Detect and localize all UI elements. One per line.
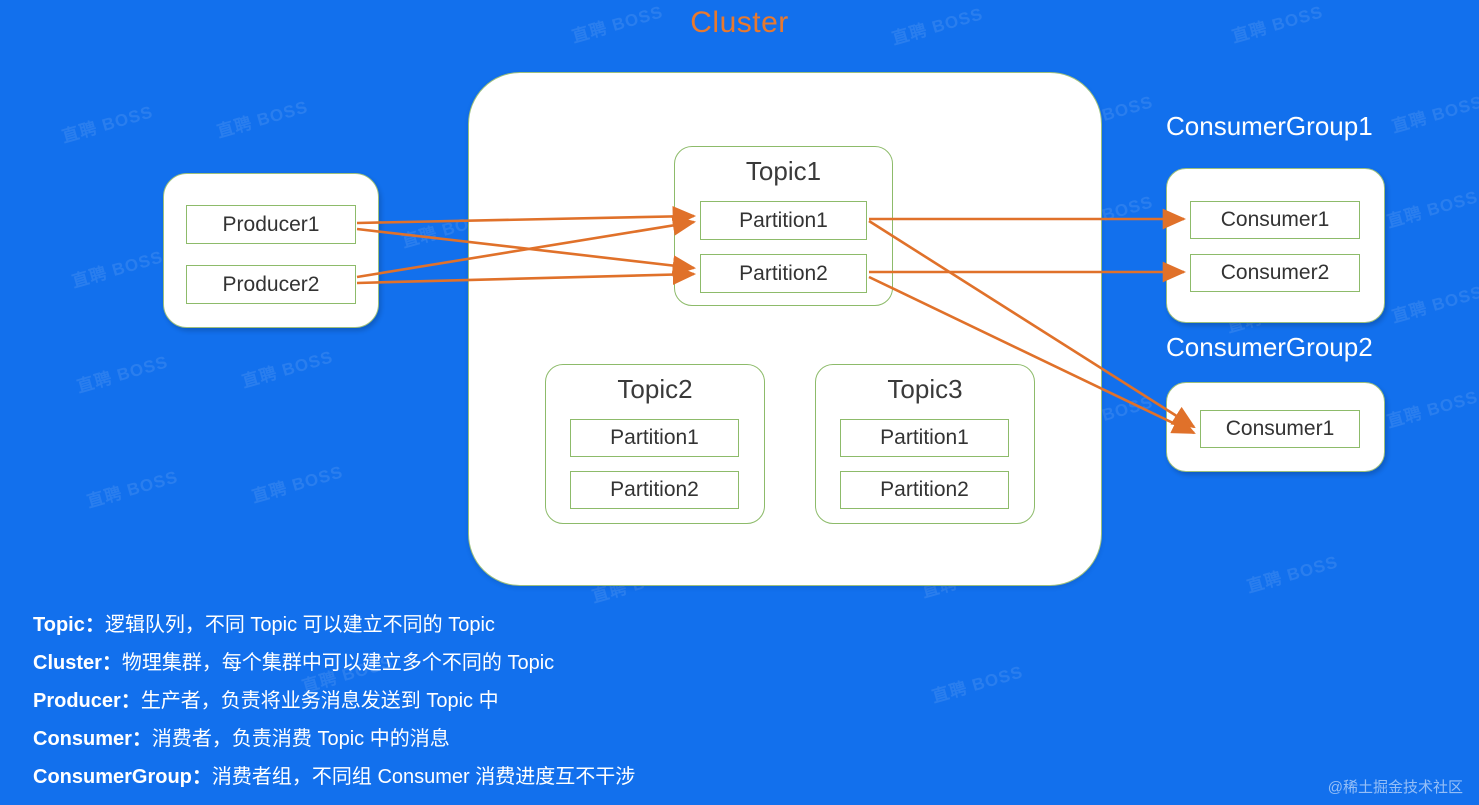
cluster-title: Cluster <box>690 6 789 39</box>
legend-row: Topic：逻辑队列，不同 Topic 可以建立不同的 Topic <box>33 606 635 644</box>
watermark-tile: 直聘 BOSS <box>69 247 166 292</box>
producer1-box[interactable]: Producer1 <box>186 205 356 244</box>
consumer-group2-consumer1-box[interactable]: Consumer1 <box>1200 410 1360 448</box>
consumer-group1-title: ConsumerGroup1 <box>1166 111 1373 141</box>
topic3-partition2-box[interactable]: Partition2 <box>840 471 1009 509</box>
legend-term: Producer： <box>33 690 141 712</box>
watermark-tile: 直聘 BOSS <box>1244 552 1341 597</box>
watermark-tile: 直聘 BOSS <box>59 102 156 147</box>
producer2-box[interactable]: Producer2 <box>186 265 356 304</box>
corner-watermark: @稀土掘金技术社区 <box>1327 779 1463 796</box>
topic1-label: Topic1 <box>745 156 822 186</box>
legend-row: Cluster：物理集群，每个集群中可以建立多个不同的 Topic <box>33 644 635 682</box>
legend-term: Cluster： <box>33 652 122 674</box>
consumer-group1-consumer2-box[interactable]: Consumer2 <box>1190 254 1360 292</box>
topic1-partition2-box[interactable]: Partition2 <box>700 254 867 293</box>
watermark-tile: 直聘 BOSS <box>84 467 181 512</box>
watermark-tile: 直聘 BOSS <box>1389 92 1479 137</box>
watermark-tile: 直聘 BOSS <box>249 462 346 507</box>
topic3-label: Topic3 <box>887 374 963 404</box>
legend-row: Producer：生产者，负责将业务消息发送到 Topic 中 <box>33 682 635 720</box>
legend-term: Topic： <box>33 614 105 636</box>
legend: Topic：逻辑队列，不同 Topic 可以建立不同的 Topic Cluste… <box>33 606 635 796</box>
legend-term: ConsumerGroup： <box>33 766 212 788</box>
topic2-partition1-box[interactable]: Partition1 <box>570 419 739 457</box>
topic2-partition2-box[interactable]: Partition2 <box>570 471 739 509</box>
watermark-tile: 直聘 BOSS <box>929 662 1026 707</box>
topic1-partition1-box[interactable]: Partition1 <box>700 201 867 240</box>
legend-description: 物理集群，每个集群中可以建立多个不同的 Topic <box>121 652 555 674</box>
watermark-tile: 直聘 BOSS <box>214 97 311 142</box>
watermark-tile: 直聘 BOSS <box>74 352 171 397</box>
consumer-group1-consumer1-box[interactable]: Consumer1 <box>1190 201 1360 239</box>
legend-description: 逻辑队列，不同 Topic 可以建立不同的 Topic <box>104 614 495 636</box>
legend-row: Consumer：消费者，负责消费 Topic 中的消息 <box>33 720 635 758</box>
legend-row: ConsumerGroup：消费者组，不同组 Consumer 消费进度互不干涉 <box>33 758 635 796</box>
consumer-group2-title: ConsumerGroup2 <box>1166 332 1373 362</box>
legend-description: 消费者，负责消费 Topic 中的消息 <box>151 728 450 750</box>
legend-description: 生产者，负责将业务消息发送到 Topic 中 <box>140 690 499 712</box>
watermark-tile: 直聘 BOSS <box>1389 282 1479 327</box>
legend-term: Consumer： <box>33 728 152 750</box>
topic3-partition1-box[interactable]: Partition1 <box>840 419 1009 457</box>
watermark-tile: 直聘 BOSS <box>1384 387 1479 432</box>
legend-description: 消费者组，不同组 Consumer 消费进度互不干涉 <box>211 766 636 788</box>
watermark-tile: 直聘 BOSS <box>239 347 336 392</box>
producer-container <box>163 173 379 328</box>
topic2-label: Topic2 <box>617 374 693 404</box>
consumer-group1-container <box>1166 168 1385 323</box>
watermark-tile: 直聘 BOSS <box>1384 187 1479 232</box>
